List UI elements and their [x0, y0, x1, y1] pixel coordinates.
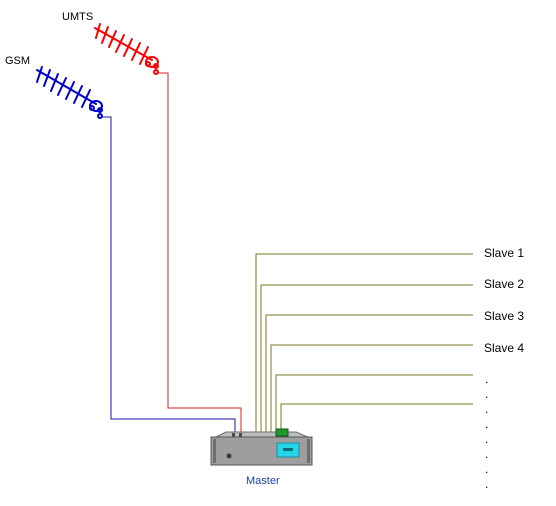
gsm-antenna-icon [36, 66, 103, 119]
continuation-dot: . [485, 387, 488, 401]
master-label: Master [246, 475, 280, 487]
slave-line-2 [260, 284, 473, 434]
master-device-icon [210, 428, 313, 466]
slave-lines [255, 253, 473, 434]
slave-line-3 [265, 314, 473, 434]
gsm-cable [101, 116, 236, 434]
continuation-dots: . . . . . . . . [485, 372, 488, 491]
continuation-dot: . [485, 432, 488, 446]
continuation-dot: . [485, 417, 488, 431]
continuation-dot: . [485, 447, 488, 461]
slave-label-1: Slave 1 [484, 246, 524, 260]
continuation-dot: . [485, 402, 488, 416]
umts-cable [157, 72, 242, 434]
continuation-dot: . [485, 372, 488, 386]
slave-line-1 [255, 253, 473, 434]
umts-antenna-icon [94, 23, 159, 75]
gsm-label: GSM [5, 55, 30, 67]
umts-label: UMTS [62, 11, 93, 23]
slave-label-3: Slave 3 [484, 309, 524, 323]
slave-label-4: Slave 4 [484, 341, 524, 355]
continuation-dot: . [485, 462, 488, 476]
slave-line-5 [275, 374, 473, 434]
continuation-dot: . [485, 477, 488, 491]
slave-label-2: Slave 2 [484, 277, 524, 291]
slave-line-4 [270, 344, 473, 434]
slave-line-6 [280, 403, 473, 432]
